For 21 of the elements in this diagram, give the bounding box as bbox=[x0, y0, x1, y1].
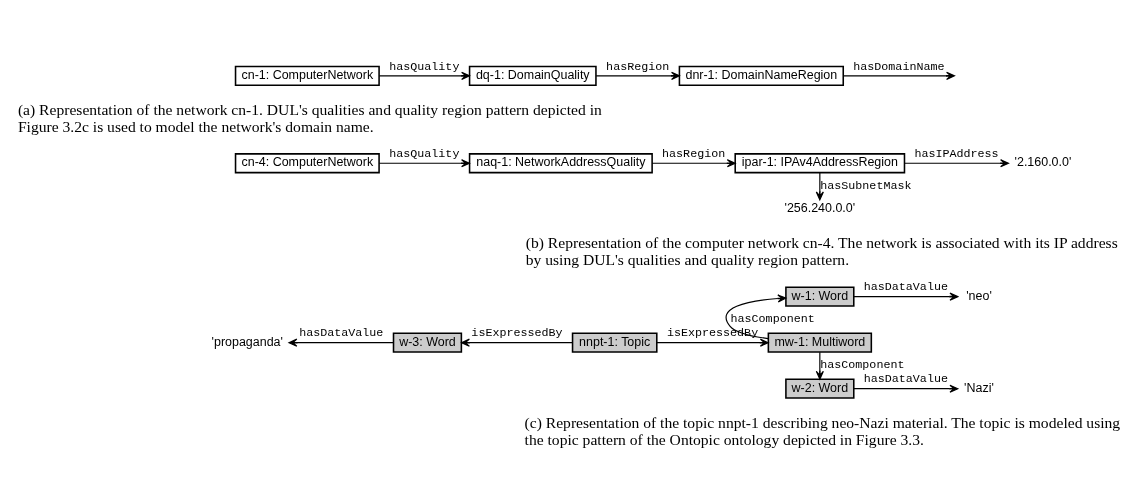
edge-label: hasRegion bbox=[662, 147, 726, 161]
edge-label: hasIPAddress bbox=[914, 147, 999, 161]
label: (c) Representation of the topic nnpt-1 describing neo-Nazi material. The topic is modeled using the topic pattern of the Ontopic ontology depicted in Figure 3.3. bbox=[524, 413, 1121, 448]
edge-label: hasDataValue bbox=[863, 280, 948, 295]
node-text: 'neo' bbox=[966, 288, 992, 303]
edge-label: hasQuality bbox=[389, 59, 460, 74]
edge-label: hasDataValue bbox=[299, 326, 384, 341]
edge-label: hasQuality bbox=[389, 147, 460, 161]
node-text: 'propaganda' bbox=[211, 334, 283, 349]
label: (b) Representation of the computer network cn-4. The network is associated with its IP address by using DUL's qualities and quality region pattern. bbox=[525, 234, 1118, 269]
edge-label: hasComponent bbox=[730, 312, 815, 327]
edge-label: hasSubnetMask bbox=[820, 178, 912, 193]
edge-label: hasDomainName bbox=[853, 59, 945, 74]
edge-label: isExpressedBy bbox=[471, 326, 563, 341]
edge-label: hasComponent bbox=[820, 358, 905, 373]
edge-label: hasRegion bbox=[606, 59, 670, 74]
node-text: '2.160.0.0' bbox=[1014, 155, 1072, 170]
edge-label: hasDataValue bbox=[863, 372, 948, 387]
label: (a) Representation of the network cn-1. DUL's qualities and quality region pattern depicted in Figure 3.2c is used to model the network's domain name. bbox=[17, 100, 602, 136]
node-text: '256.240.0.0' bbox=[784, 201, 856, 216]
node-text: 'Nazi' bbox=[964, 380, 994, 395]
